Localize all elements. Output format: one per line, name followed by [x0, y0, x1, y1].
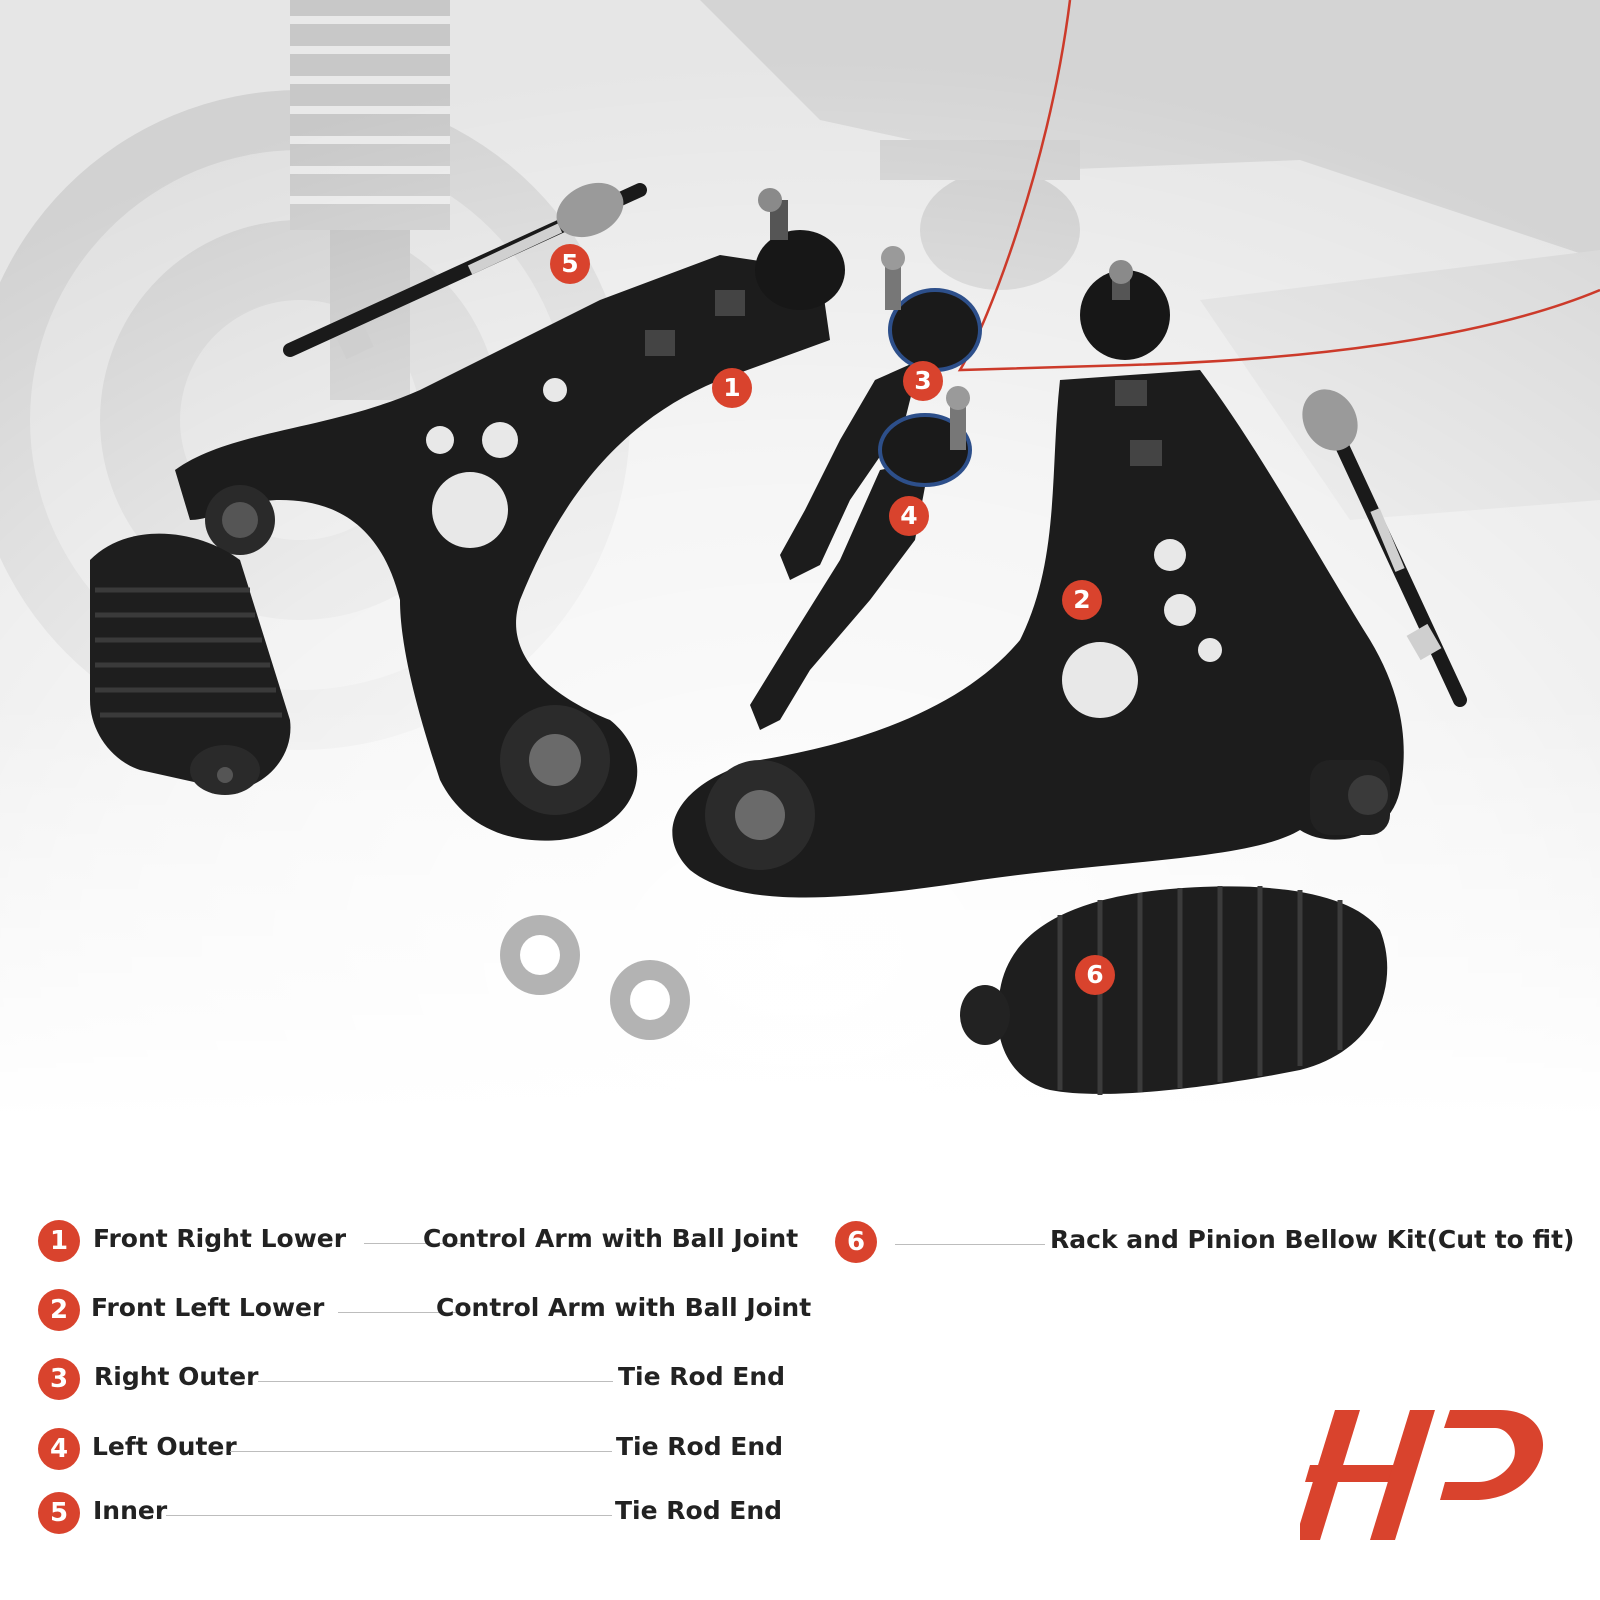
- legend-left-text-5: Inner: [93, 1496, 168, 1525]
- legend-left-text-3: Right Outer: [94, 1362, 259, 1391]
- legend-right-text-3: Tie Rod End: [618, 1362, 786, 1391]
- legend-divider-5: [166, 1515, 612, 1516]
- brand-logo-icon: [1300, 1410, 1544, 1540]
- callout-5: 5: [550, 244, 590, 284]
- legend-item-1: 1 Front Right Lower Control Arm with Bal…: [38, 1220, 798, 1264]
- legend-number-6: 6: [835, 1221, 877, 1263]
- legend-divider-6: [895, 1244, 1045, 1245]
- inner-tie-rod-left: [283, 182, 647, 360]
- legend-item-5: 5 Inner Tie Rod End: [38, 1492, 788, 1536]
- legend-right-text-6: Rack and Pinion Bellow Kit(Cut to fit): [1050, 1225, 1575, 1254]
- bellow-boot-right: [960, 886, 1388, 1095]
- legend-right-text-5: Tie Rod End: [615, 1496, 783, 1525]
- legend-item-2: 2 Front Left Lower Control Arm with Ball…: [38, 1289, 811, 1333]
- legend-left-text-2: Front Left Lower: [91, 1293, 325, 1322]
- legend-right-text-2: Control Arm with Ball Joint: [436, 1293, 812, 1322]
- legend-left-text-1: Front Right Lower: [93, 1224, 347, 1253]
- legend-divider-4: [230, 1451, 612, 1452]
- legend-right-text-1: Control Arm with Ball Joint: [423, 1224, 799, 1253]
- bellow-boot-left: [90, 533, 291, 795]
- callout-1: 1: [712, 368, 752, 408]
- legend-divider-1: [364, 1243, 462, 1244]
- lock-washers: [500, 915, 690, 1040]
- legend-left-text-4: Left Outer: [92, 1432, 237, 1461]
- inner-tie-rod-right: [1302, 389, 1467, 707]
- legend-item-3: 3 Right Outer Tie Rod End: [38, 1358, 788, 1402]
- legend-divider-3: [258, 1381, 613, 1382]
- legend-number-2: 2: [38, 1289, 80, 1331]
- legend-number-3: 3: [38, 1358, 80, 1400]
- legend-number-4: 4: [38, 1428, 80, 1470]
- callout-6: 6: [1075, 955, 1115, 995]
- parts-illustration: [90, 182, 1467, 1095]
- callout-4: 4: [889, 496, 929, 536]
- control-arm-front-left: [672, 260, 1404, 898]
- tie-rod-end-left-outer: [750, 386, 972, 730]
- legend-right-text-4: Tie Rod End: [616, 1432, 784, 1461]
- callout-3: 3: [903, 361, 943, 401]
- control-arm-front-right: [175, 188, 845, 841]
- legend-number-1: 1: [38, 1220, 80, 1262]
- legend-item-4: 4 Left Outer Tie Rod End: [38, 1428, 788, 1472]
- callout-2: 2: [1062, 580, 1102, 620]
- legend-number-5: 5: [38, 1492, 80, 1534]
- legend-divider-2: [338, 1312, 468, 1313]
- legend-item-6: 6 Rack and Pinion Bellow Kit(Cut to fit): [835, 1221, 1574, 1265]
- tie-rod-end-right-outer: [780, 246, 982, 580]
